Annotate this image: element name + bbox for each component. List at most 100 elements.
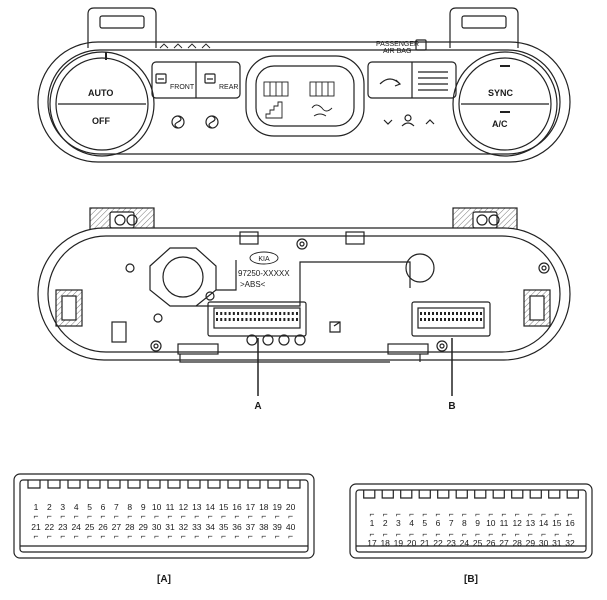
pin-contact-mark: ⌐ xyxy=(101,531,106,541)
pin-number: 31 xyxy=(165,522,175,532)
pin-number: 14 xyxy=(539,518,549,528)
connector-b-detail xyxy=(349,483,593,559)
pin-mark xyxy=(432,318,434,321)
pin-number: 23 xyxy=(446,538,456,548)
pin-number: 25 xyxy=(473,538,483,548)
pin-contact-mark: ⌐ xyxy=(449,529,454,539)
pin-contact-mark: ⌐ xyxy=(396,509,401,519)
pin-number: 29 xyxy=(138,522,148,532)
pin-mark xyxy=(432,312,434,315)
pin-number: 30 xyxy=(539,538,549,548)
pin-contact-mark: ⌐ xyxy=(288,511,293,521)
pin-mark xyxy=(456,312,458,315)
pin-number: 33 xyxy=(192,522,202,532)
pin-contact-mark: ⌐ xyxy=(208,531,213,541)
pin-contact-mark: ⌐ xyxy=(114,531,119,541)
pin-number: 18 xyxy=(259,502,269,512)
pin-contact-mark: ⌐ xyxy=(87,531,92,541)
pin-mark xyxy=(220,312,223,315)
pin-contact-mark: ⌐ xyxy=(114,511,119,521)
pin-mark xyxy=(444,312,446,315)
pin-number: 10 xyxy=(152,502,162,512)
pin-mark xyxy=(245,318,248,321)
front-panel-text: AUTO OFF SYNC A/C FRONT REAR PASSENGER A… xyxy=(88,41,514,129)
fan-high-icon xyxy=(205,115,219,129)
pin-mark xyxy=(296,312,298,315)
pin-number: 7 xyxy=(114,502,119,512)
pin-contact-mark: ⌐ xyxy=(74,511,79,521)
pin-mark xyxy=(296,318,298,321)
pin-mark xyxy=(245,312,248,315)
pin-number: 12 xyxy=(179,502,189,512)
pin-mark xyxy=(228,312,231,315)
pin-mark xyxy=(224,312,227,315)
pin-contact-mark: ⌐ xyxy=(194,511,199,521)
pin-number: 8 xyxy=(127,502,132,512)
pin-mark xyxy=(279,318,282,321)
pin-contact-mark: ⌐ xyxy=(141,511,146,521)
pin-contact-mark: ⌐ xyxy=(47,531,52,541)
pin-number: 4 xyxy=(409,518,414,528)
pin-number: 35 xyxy=(219,522,229,532)
pin-number: 22 xyxy=(45,522,55,532)
pin-number: 28 xyxy=(512,538,522,548)
chevron-down-icon xyxy=(383,119,393,125)
pin-number: 26 xyxy=(98,522,108,532)
pin-mark xyxy=(270,312,273,315)
pin-mark xyxy=(468,318,470,321)
pin-mark xyxy=(283,318,286,321)
pin-contact-mark: ⌐ xyxy=(541,529,546,539)
pin-mark xyxy=(476,318,478,321)
pin-number: 12 xyxy=(512,518,522,528)
pin-contact-mark: ⌐ xyxy=(47,511,52,521)
pin-contact-mark: ⌐ xyxy=(462,509,467,519)
pin-contact-mark: ⌐ xyxy=(488,529,493,539)
pin-number: 1 xyxy=(34,502,39,512)
pin-number: 25 xyxy=(85,522,95,532)
part-number: 97250-XXXXX xyxy=(238,269,290,278)
pin-number: 32 xyxy=(565,538,575,548)
pin-number: 9 xyxy=(475,518,480,528)
pin-contact-mark: ⌐ xyxy=(168,531,173,541)
pin-contact-mark: ⌐ xyxy=(554,529,559,539)
pin-mark xyxy=(262,312,265,315)
connector-a-caption: [A] xyxy=(157,574,171,585)
pin-mark xyxy=(428,312,430,315)
pin-contact-mark: ⌐ xyxy=(221,531,226,541)
pin-contact-mark: ⌐ xyxy=(436,509,441,519)
pin-number: 40 xyxy=(286,522,296,532)
pin-contact-mark: ⌐ xyxy=(221,511,226,521)
pin-mark xyxy=(262,318,265,321)
pin-number: 36 xyxy=(232,522,242,532)
pin-number: 30 xyxy=(152,522,162,532)
pin-mark xyxy=(464,312,466,315)
pin-number: 5 xyxy=(87,502,92,512)
pin-number: 19 xyxy=(272,502,282,512)
pin-contact-mark: ⌐ xyxy=(568,529,573,539)
pin-contact-mark: ⌐ xyxy=(436,529,441,539)
pin-mark xyxy=(241,318,244,321)
pin-mark xyxy=(472,312,474,315)
pin-contact-mark: ⌐ xyxy=(154,531,159,541)
pin-number: 7 xyxy=(449,518,454,528)
pin-contact-mark: ⌐ xyxy=(383,529,388,539)
pin-contact-mark: ⌐ xyxy=(181,531,186,541)
pin-mark xyxy=(468,312,470,315)
pin-contact-mark: ⌐ xyxy=(248,531,253,541)
pin-contact-mark: ⌐ xyxy=(528,509,533,519)
pin-mark xyxy=(448,312,450,315)
pin-contact-mark: ⌐ xyxy=(502,509,507,519)
pin-number: 9 xyxy=(141,502,146,512)
pin-mark xyxy=(472,318,474,321)
pin-contact-mark: ⌐ xyxy=(409,509,414,519)
pin-contact-mark: ⌐ xyxy=(34,531,39,541)
pin-mark xyxy=(232,312,235,315)
connector-b-row2: 17⌐18⌐19⌐20⌐21⌐22⌐23⌐24⌐25⌐26⌐27⌐28⌐29⌐3… xyxy=(367,529,575,548)
pin-contact-mark: ⌐ xyxy=(554,509,559,519)
pin-mark xyxy=(424,318,426,321)
pin-mark xyxy=(258,312,261,315)
pin-contact-mark: ⌐ xyxy=(168,511,173,521)
pin-contact-mark: ⌐ xyxy=(370,509,375,519)
fan-low-icon xyxy=(171,115,185,129)
